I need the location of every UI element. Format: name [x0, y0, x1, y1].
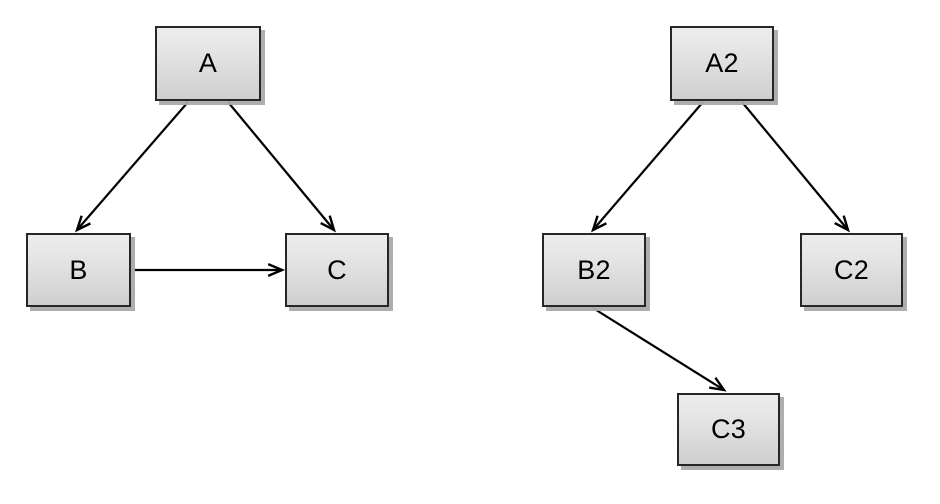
edge-line — [227, 101, 335, 231]
node-c2[interactable]: C2 — [800, 233, 903, 307]
edge-a-to-c — [227, 101, 336, 233]
node-label: B2 — [577, 254, 611, 285]
arrowhead-icon — [74, 215, 91, 233]
edge-line — [592, 101, 704, 231]
node-label: A — [198, 48, 218, 78]
arrowhead-icon — [267, 263, 286, 277]
edge-line — [76, 101, 189, 231]
arrowhead-icon — [834, 215, 850, 233]
node-b[interactable]: B — [26, 233, 131, 307]
node-c[interactable]: C — [285, 233, 389, 307]
edge-a2-to-c2 — [741, 101, 850, 233]
edge-line — [741, 101, 849, 231]
node-c3[interactable]: C3 — [677, 393, 780, 466]
arrowhead-icon — [708, 377, 727, 392]
edge-line — [592, 307, 725, 391]
node-b2[interactable]: B2 — [542, 233, 646, 307]
node-label: A2 — [705, 48, 739, 78]
arrowhead-icon — [320, 215, 336, 233]
edge-b2-to-c3 — [592, 307, 727, 392]
node-label: C — [327, 254, 347, 285]
node-a2[interactable]: A2 — [670, 26, 774, 101]
arrowhead-icon — [590, 215, 607, 233]
node-label: C3 — [711, 414, 746, 444]
node-a[interactable]: A — [155, 26, 261, 101]
node-label: C2 — [834, 254, 869, 285]
edge-a2-to-b2 — [590, 101, 704, 233]
edge-b-to-c — [133, 263, 286, 277]
edge-a-to-b — [74, 101, 189, 233]
node-label: B — [69, 254, 88, 285]
